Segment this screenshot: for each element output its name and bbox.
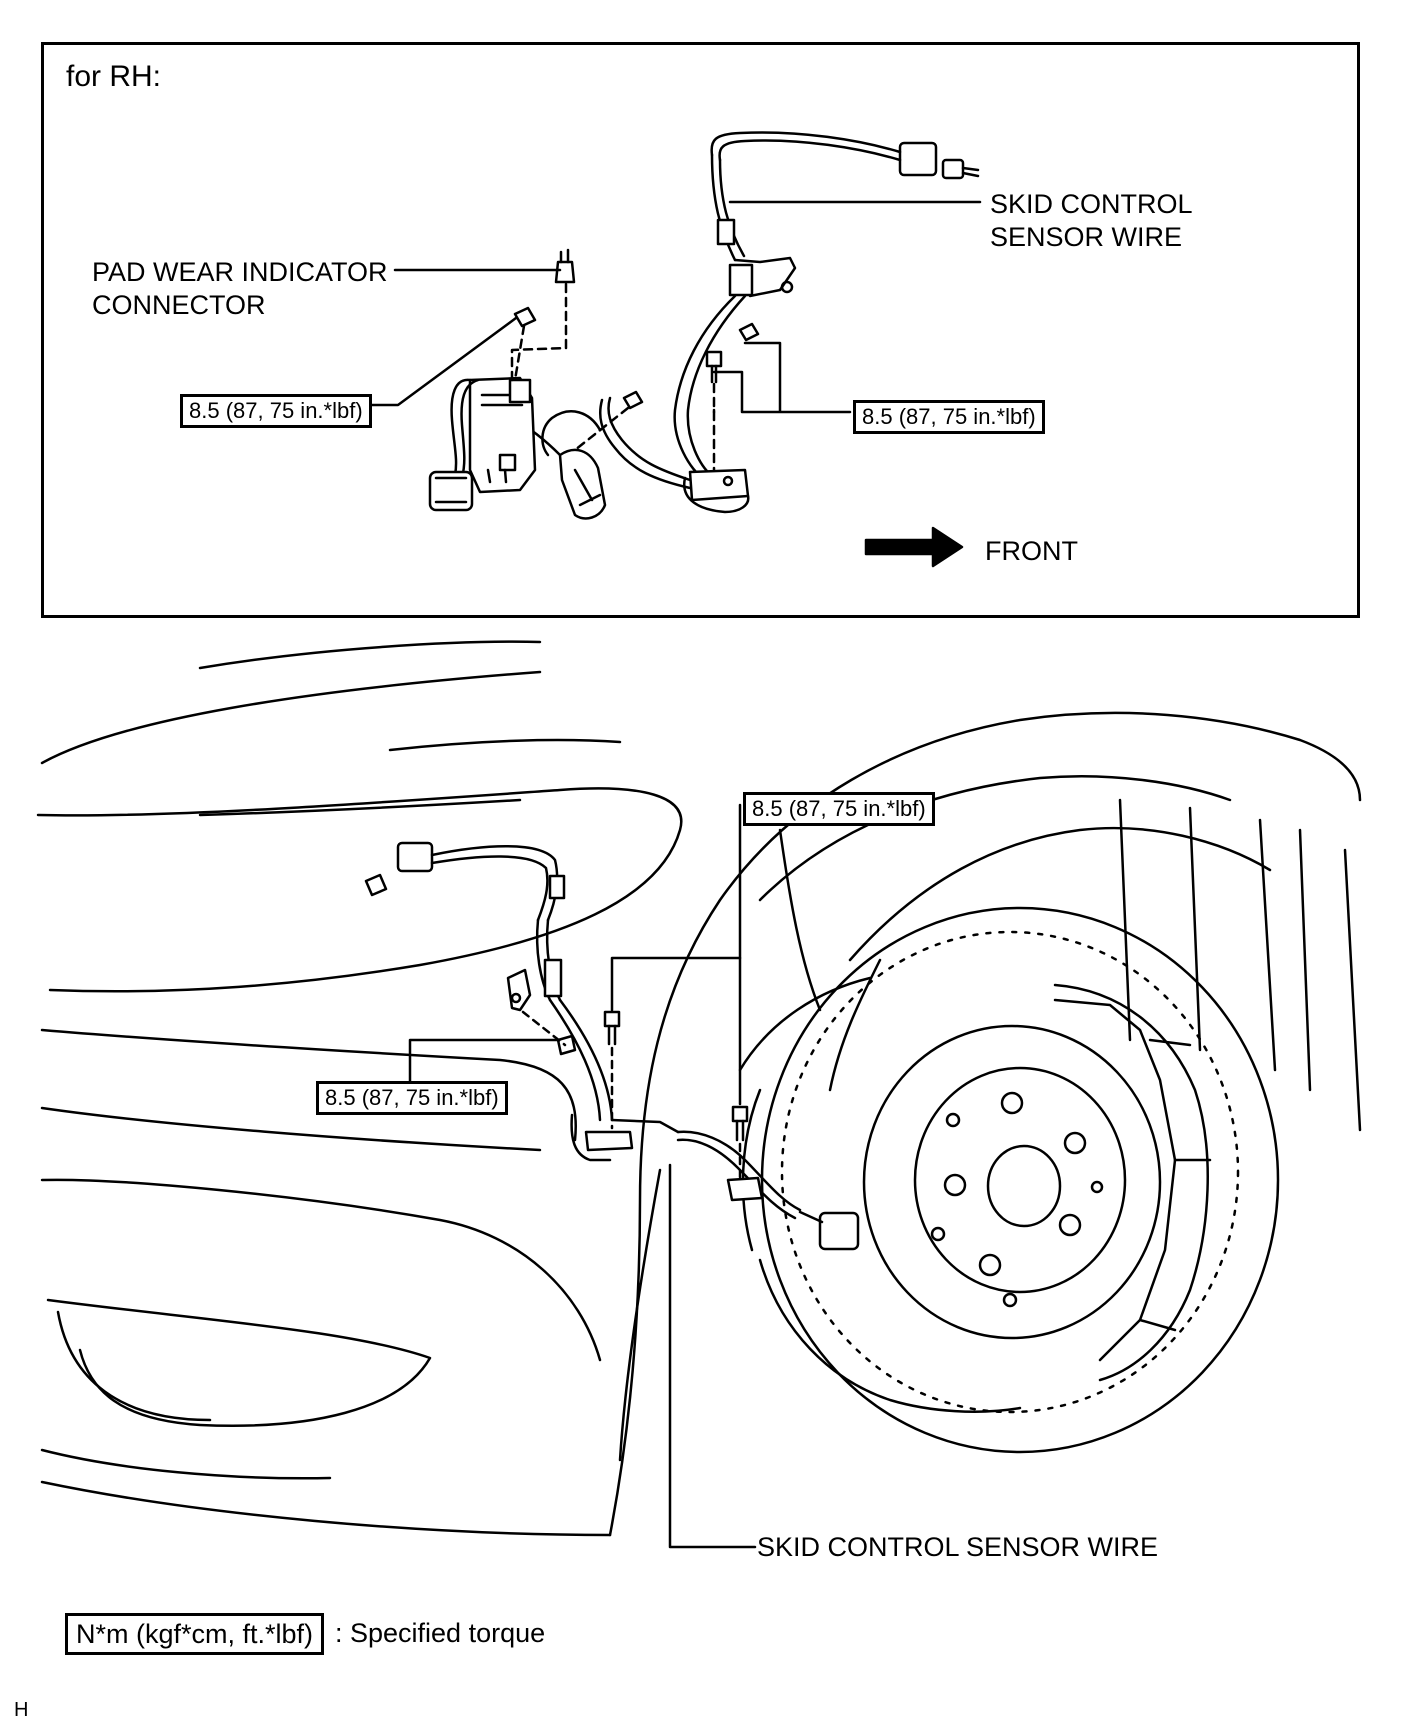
front-label: FRONT	[985, 536, 1078, 566]
front-arrow-icon	[864, 526, 964, 568]
main-torque-top-branch	[610, 956, 742, 1012]
main-sensor-wire-drawing	[364, 841, 860, 1251]
inset-skid-sensor-label-line1: SKID CONTROL	[990, 189, 1193, 219]
inset-torque-left-box: 8.5 (87, 75 in.*lbf)	[180, 394, 372, 428]
legend-unit-box: N*m (kgf*cm, ft.*lbf)	[65, 1613, 325, 1655]
inset-skid-sensor-label-line2: SENSOR WIRE	[990, 222, 1183, 252]
inset-title: for RH:	[66, 60, 162, 93]
inset-torque-right-box: 8.5 (87, 75 in.*lbf)	[853, 400, 1045, 434]
pad-wear-label-line1: PAD WEAR INDICATOR	[92, 257, 388, 287]
vehicle-body-drawing	[36, 640, 1362, 1537]
corner-code: H	[14, 1699, 29, 1721]
inset-sensor-wire-drawing	[428, 131, 980, 520]
main-skid-sensor-label: SKID CONTROL SENSOR WIRE	[757, 1532, 1159, 1562]
main-torque-left-box: 8.5 (87, 75 in.*lbf)	[316, 1081, 508, 1115]
inset-torque-right-leader	[712, 341, 852, 414]
inset-torque-left-leader	[368, 316, 518, 407]
legend-description: : Specified torque	[335, 1618, 546, 1648]
brake-rotor-drawing	[738, 906, 1280, 1454]
pad-wear-label-line2: CONNECTOR	[92, 290, 266, 320]
inset-panel	[41, 42, 1360, 618]
main-torque-top-box: 8.5 (87, 75 in.*lbf)	[743, 792, 935, 826]
main-skid-leader	[668, 1163, 757, 1549]
main-torque-left-leader	[408, 1038, 560, 1083]
